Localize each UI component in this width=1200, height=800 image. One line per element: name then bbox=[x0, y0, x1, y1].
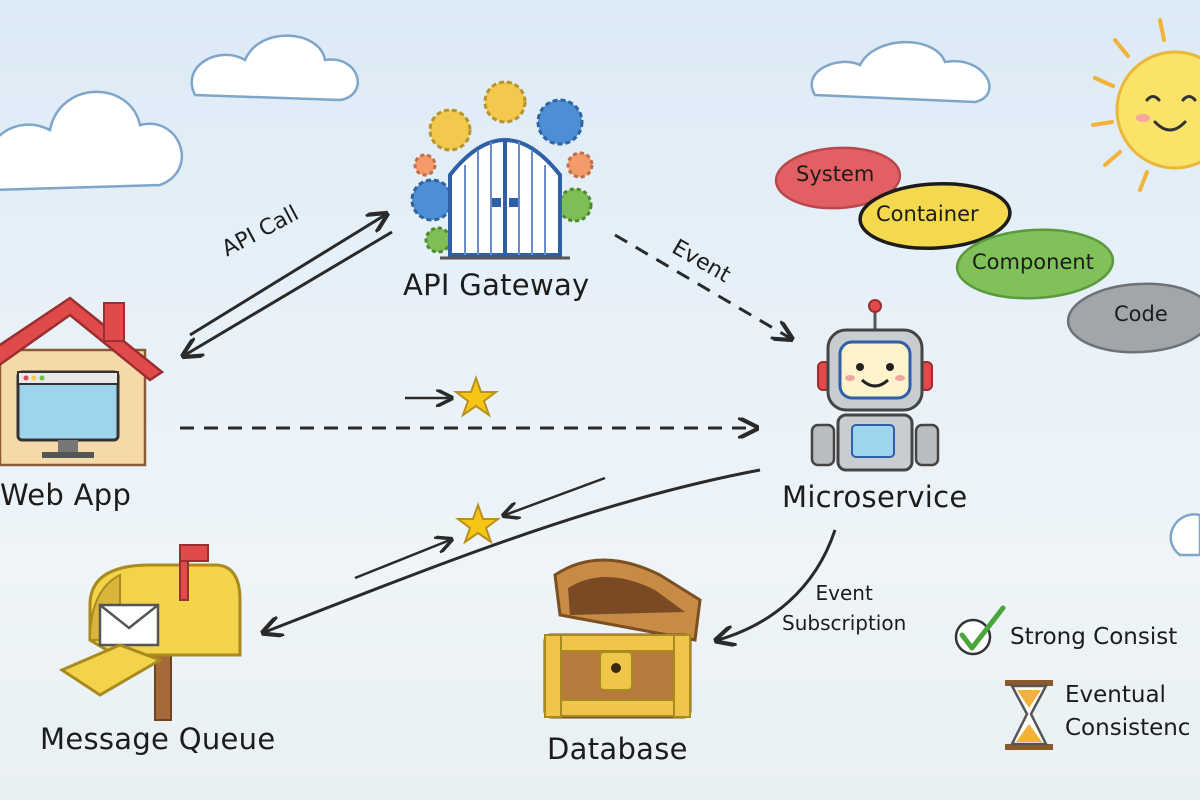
level-pill-container bbox=[858, 182, 1012, 250]
robot-icon bbox=[810, 299, 940, 472]
level-label-container: Container bbox=[876, 202, 979, 226]
star-icon bbox=[455, 502, 501, 545]
label-database: Database bbox=[547, 732, 688, 766]
legend-eventual-line2: Consistenc bbox=[1065, 715, 1191, 741]
cloud-icon bbox=[1169, 513, 1200, 557]
connector-event-subscription bbox=[718, 529, 837, 640]
label-event-subscription-line1: Event bbox=[815, 581, 873, 605]
label-web-app: Web App bbox=[0, 478, 132, 512]
label-message-queue: Message Queue bbox=[40, 722, 276, 756]
label-microservice: Microservice bbox=[782, 480, 968, 514]
cloud-icon bbox=[190, 34, 359, 102]
connector-event bbox=[614, 233, 790, 338]
level-pill-code bbox=[1066, 282, 1200, 354]
checkmark-icon bbox=[954, 605, 1006, 656]
label-event-subscription: Event Subscription bbox=[782, 578, 906, 638]
hourglass-icon bbox=[1005, 680, 1053, 750]
small-arrow bbox=[505, 476, 606, 515]
level-pill-component bbox=[955, 228, 1115, 300]
mailbox-icon bbox=[58, 544, 242, 721]
level-label-component: Component bbox=[972, 250, 1094, 274]
small-arrow bbox=[354, 540, 450, 580]
sun-icon bbox=[1091, 18, 1200, 192]
label-event-subscription-line2: Subscription bbox=[782, 611, 907, 635]
star-icon bbox=[453, 375, 499, 418]
treasure-chest-icon bbox=[543, 558, 702, 719]
gateway-door-icon bbox=[410, 80, 594, 260]
level-label-system: System bbox=[796, 162, 875, 186]
house-icon bbox=[0, 296, 165, 467]
level-pill-system bbox=[774, 146, 902, 210]
legend-strong-consistency: Strong Consist bbox=[1010, 624, 1178, 650]
connector-api-call bbox=[185, 215, 393, 355]
connector-to-queue bbox=[265, 468, 761, 632]
label-api-gateway: API Gateway bbox=[403, 268, 590, 302]
cloud-icon bbox=[810, 40, 991, 104]
level-label-code: Code bbox=[1114, 302, 1168, 326]
legend-eventual-line1: Eventual bbox=[1065, 682, 1166, 708]
cloud-icon bbox=[0, 90, 183, 191]
